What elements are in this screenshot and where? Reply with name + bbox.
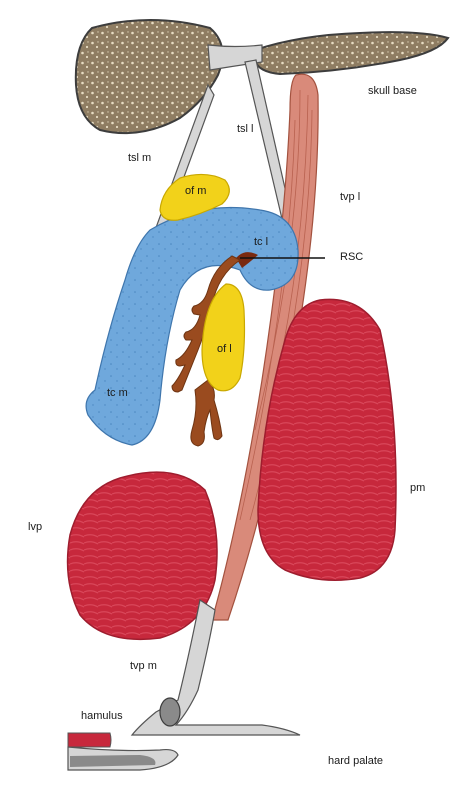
label-of-m: of m <box>185 185 207 197</box>
rsc-lumen <box>236 252 258 268</box>
hamulus-hook <box>130 599 301 736</box>
tvp-muscle <box>211 73 319 621</box>
label-tvp-m: tvp m <box>130 660 157 672</box>
label-hard-palate: hard palate <box>328 755 384 767</box>
of-l-fat-pad <box>201 283 246 392</box>
label-tc-l: tc l <box>254 236 269 248</box>
hamulus-knob <box>159 697 181 727</box>
gland <box>171 255 241 447</box>
pm-muscle <box>257 298 397 581</box>
label-pm: pm <box>410 482 426 494</box>
label-hamulus: hamulus <box>81 710 123 722</box>
hard-palate-bone <box>70 755 156 767</box>
label-tc-m: tc m <box>107 387 128 399</box>
label-of-l: of l <box>217 343 232 355</box>
hard-palate-red <box>67 732 112 748</box>
skull-base-bone-lateral <box>254 31 450 76</box>
label-tvp-l: tvp l <box>340 191 361 203</box>
label-rsc: RSC <box>340 251 364 263</box>
label-tsl-l: tsl l <box>237 123 254 135</box>
label-lvp: lvp <box>28 521 43 533</box>
skull-base-bone-medial <box>74 19 224 135</box>
lvp-muscle <box>66 471 218 641</box>
of-m-fat-pad <box>159 173 230 221</box>
label-skull-base: skull base <box>368 85 417 97</box>
label-tsl-m: tsl m <box>128 152 152 164</box>
tube-cartilage <box>85 206 299 446</box>
